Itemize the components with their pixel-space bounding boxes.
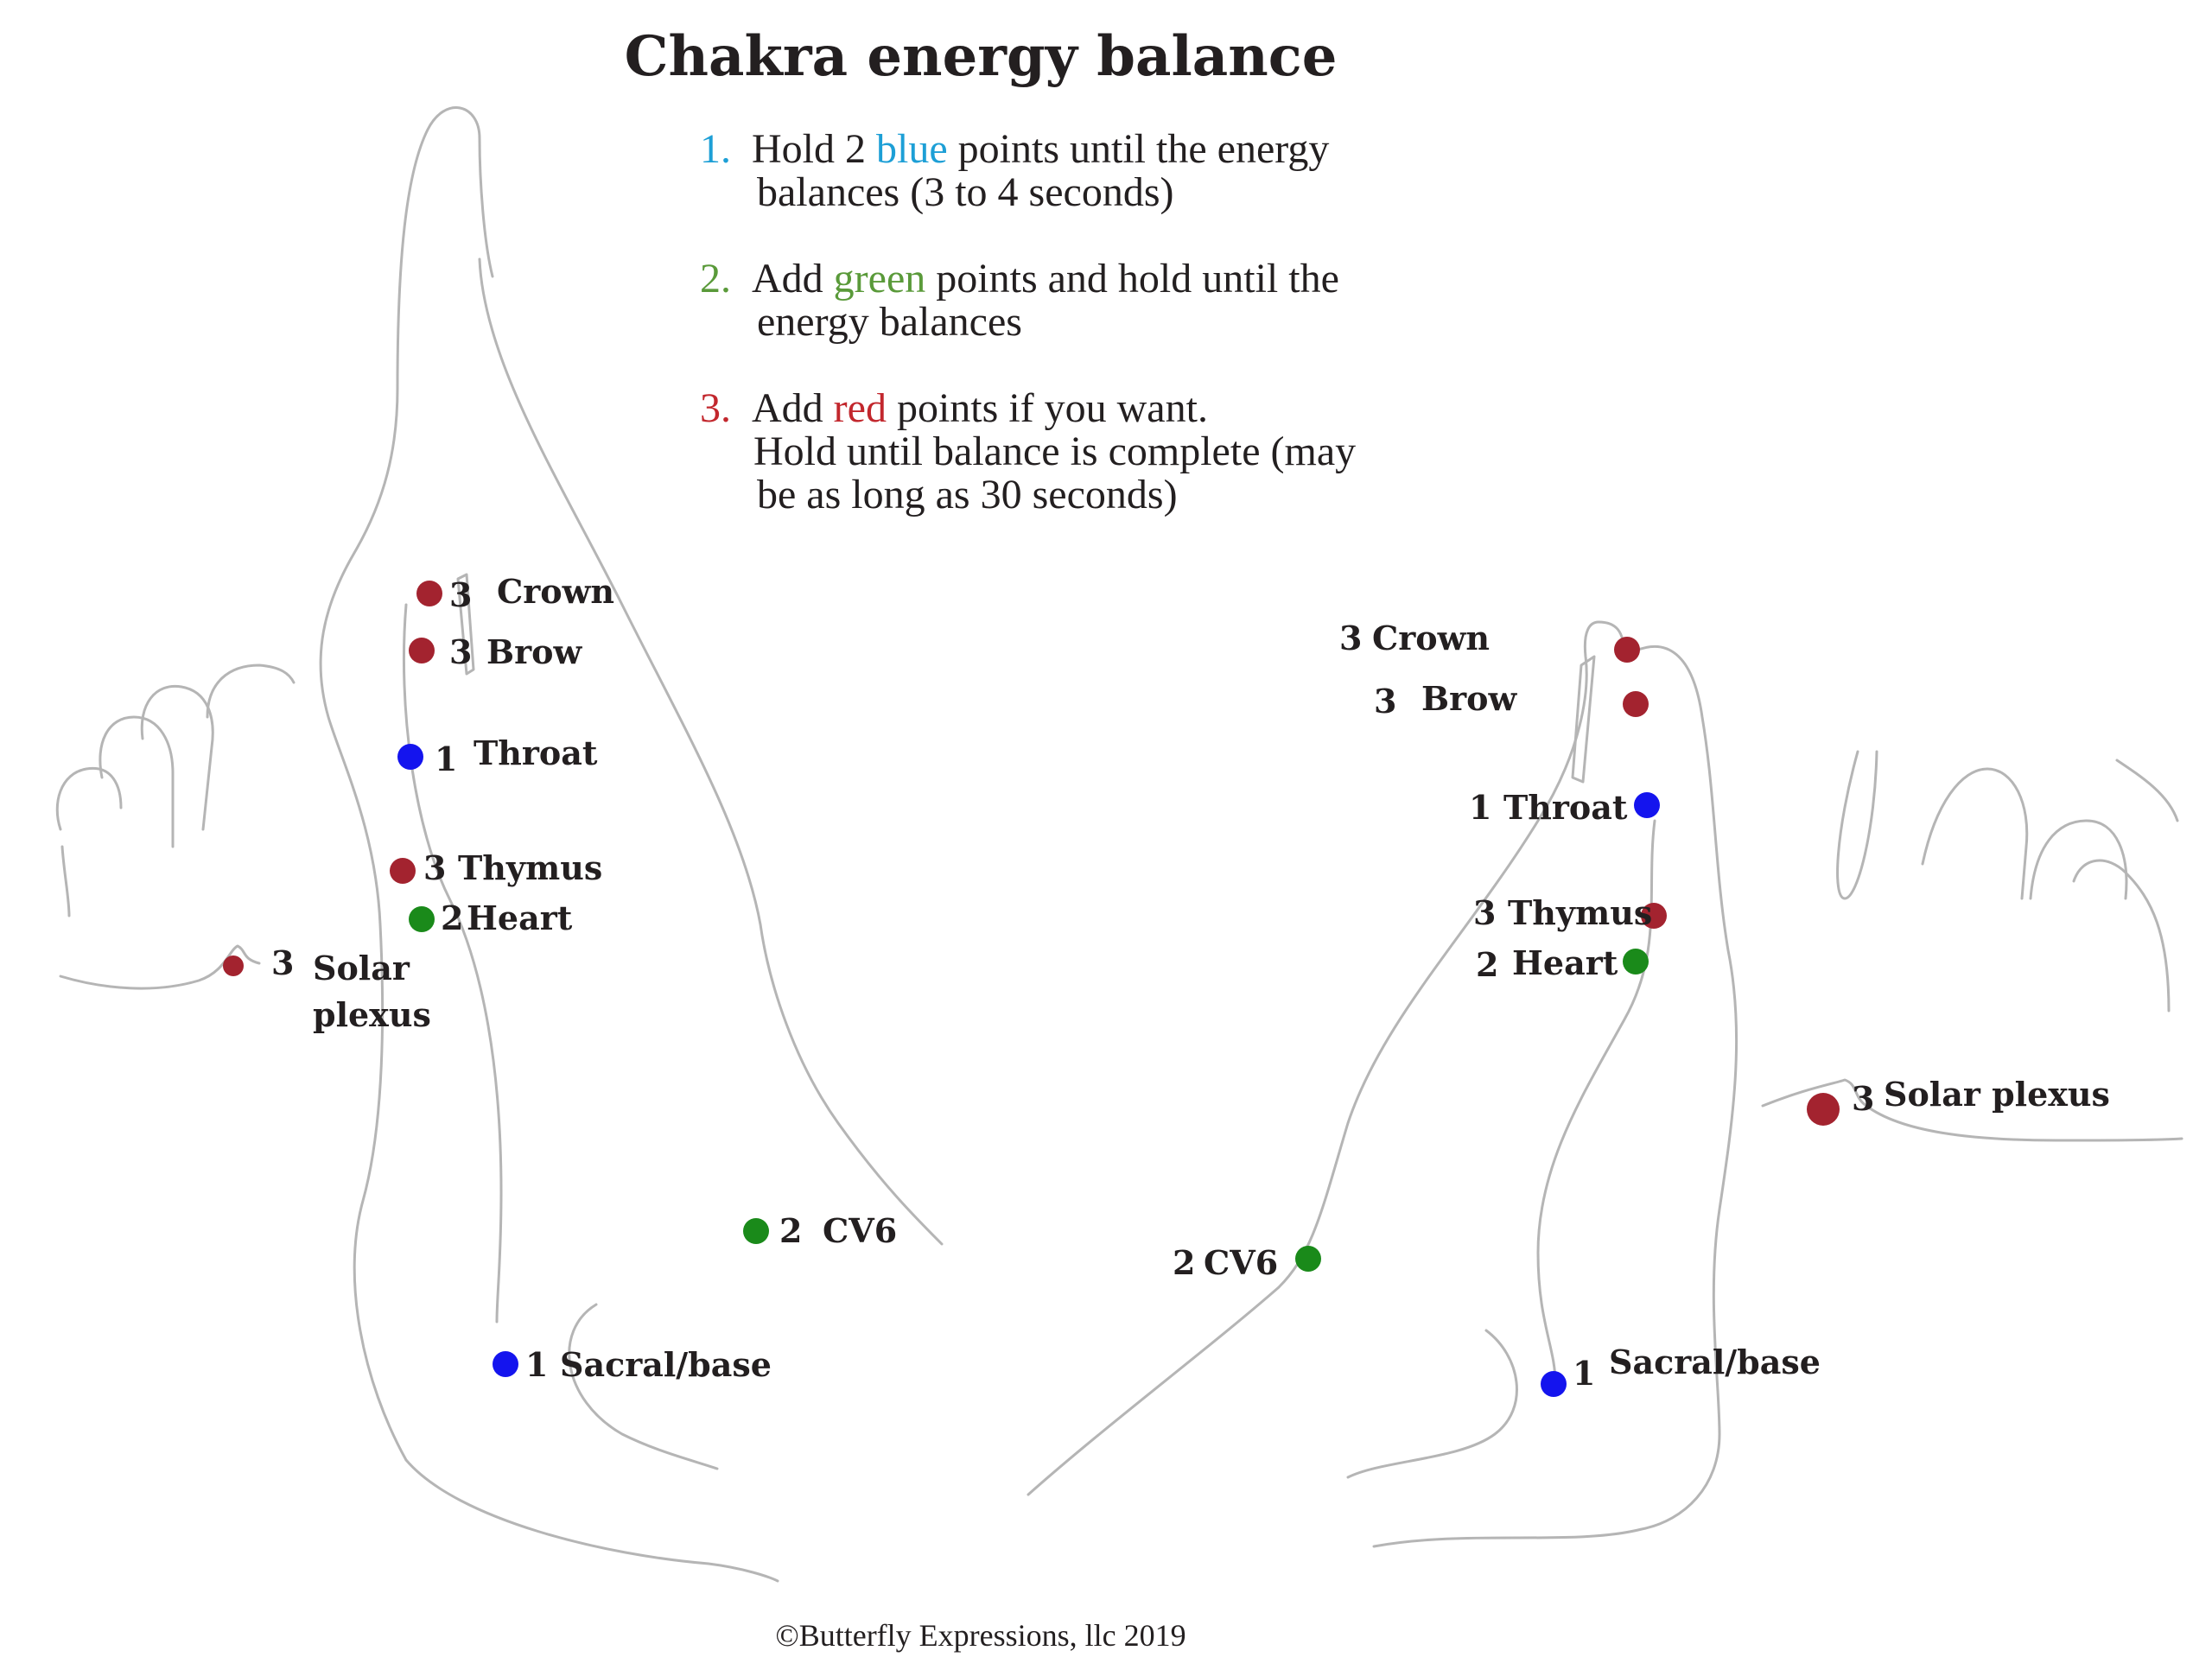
right-sacral-base-point: 1 Sacral/base xyxy=(1541,1343,1821,1397)
point-number: 3 xyxy=(1339,619,1362,657)
point-label: Sacral/base xyxy=(560,1345,772,1384)
left-thymus-point: 3 Thymus xyxy=(390,848,602,887)
step-color-word: blue xyxy=(876,126,948,172)
point-number: 3 xyxy=(449,575,472,614)
point-label: Crown xyxy=(1372,619,1490,657)
left-throat-point: 1 Throat xyxy=(397,733,598,778)
step-color-word: red xyxy=(833,385,887,431)
step-color-word: green xyxy=(833,256,926,302)
point-label: Crown xyxy=(497,572,614,611)
point-label: Heart xyxy=(1512,943,1618,982)
point-label-line2: plexus xyxy=(313,995,431,1034)
point-number: 3 xyxy=(271,943,294,982)
point-dot xyxy=(397,744,423,770)
point-label: Brow xyxy=(486,632,582,671)
point-label: Throat xyxy=(474,733,598,772)
step-text-start: Add xyxy=(752,385,834,431)
copyright-notice: ©Butterfly Expressions, llc 2019 xyxy=(775,1618,1186,1653)
point-number: 3 xyxy=(1852,1079,1874,1118)
left-sacral-base-point: 1 Sacral/base xyxy=(493,1345,772,1384)
left-cv6-point: 2 CV6 xyxy=(743,1211,897,1250)
point-label: Thymus xyxy=(1508,893,1652,932)
right-heart-point: 2 Heart xyxy=(1476,943,1649,984)
left-crown-point: 3 Crown xyxy=(416,572,614,614)
point-number: 1 xyxy=(525,1345,548,1384)
point-dot xyxy=(409,638,435,663)
step-text-end: points and hold until the xyxy=(925,256,1339,302)
point-number: 1 xyxy=(435,740,457,778)
step-text-end: points if you want. xyxy=(886,385,1208,431)
left-brow-point: 3 Brow xyxy=(409,632,582,671)
right-foot-points: 3 Crown 3 Brow 1 Throat 3 Thymus 2 Heart… xyxy=(1173,619,2110,1397)
right-cv6-point: 2 CV6 xyxy=(1173,1243,1321,1282)
right-thymus-point: 3 Thymus xyxy=(1473,893,1667,932)
step-number: 3. xyxy=(700,385,731,431)
left-foot-outline xyxy=(55,106,944,1583)
step-text-start: Hold 2 xyxy=(752,126,876,172)
point-number: 3 xyxy=(449,632,472,671)
page-title: Chakra energy balance xyxy=(624,24,1338,89)
point-dot xyxy=(1541,1371,1567,1397)
point-dot xyxy=(1623,691,1649,717)
step-text: Add red points if you want. xyxy=(752,385,1208,431)
point-dot xyxy=(1807,1093,1840,1126)
point-number: 2 xyxy=(1173,1243,1195,1282)
step-text-line3: be as long as 30 seconds) xyxy=(757,472,1178,517)
left-foot-points: 3 Crown 3 Brow 1 Throat 3 Thymus 2 Heart… xyxy=(223,572,897,1384)
point-number: 3 xyxy=(1374,682,1396,721)
right-crown-point: 3 Crown xyxy=(1339,619,1640,663)
right-throat-point: 1 Throat xyxy=(1469,788,1660,827)
left-solar-plexus-point: 3 Solar plexus xyxy=(223,943,431,1034)
point-dot xyxy=(409,906,435,932)
point-label: CV6 xyxy=(823,1211,897,1250)
point-number: 2 xyxy=(1476,945,1498,984)
point-label-line1: Solar xyxy=(313,949,410,987)
step-text-start: Add xyxy=(752,256,834,302)
point-label: Brow xyxy=(1421,679,1517,718)
step-text-line2: balances (3 to 4 seconds) xyxy=(757,169,1174,215)
right-solar-plexus-point: 3 Solar plexus xyxy=(1807,1075,2110,1126)
step-text-line2: energy balances xyxy=(757,299,1022,345)
instruction-step-2: 2. Add green points and hold until the e… xyxy=(700,257,1356,344)
instruction-list: 1. Hold 2 blue points until the energy b… xyxy=(700,128,1356,560)
point-number: 1 xyxy=(1469,788,1491,827)
instruction-step-1: 1. Hold 2 blue points until the energy b… xyxy=(700,128,1356,214)
step-text: Add green points and hold until the xyxy=(752,256,1339,302)
step-text-line2: Hold until balance is complete (may xyxy=(753,429,1357,474)
right-brow-point: 3 Brow xyxy=(1374,679,1649,721)
point-label: CV6 xyxy=(1204,1243,1278,1282)
point-number: 3 xyxy=(1473,893,1496,932)
point-number: 2 xyxy=(779,1211,802,1250)
instruction-step-3: 3. Add red points if you want. Hold unti… xyxy=(700,387,1356,517)
left-heart-point: 2 Heart xyxy=(409,898,573,937)
point-dot xyxy=(743,1218,769,1244)
point-number: 1 xyxy=(1573,1354,1595,1393)
point-label: Solar plexus xyxy=(1884,1075,2110,1114)
step-number: 2. xyxy=(700,256,731,302)
point-dot xyxy=(390,858,416,884)
point-dot xyxy=(493,1351,518,1377)
step-text-end: points until the energy xyxy=(947,126,1330,172)
point-dot xyxy=(1295,1246,1321,1272)
step-number: 1. xyxy=(700,126,731,172)
point-label: Thymus xyxy=(458,848,602,887)
point-dot xyxy=(223,955,244,976)
point-dot xyxy=(1623,949,1649,974)
point-dot xyxy=(1634,792,1660,818)
point-dot xyxy=(1641,903,1667,929)
point-number: 2 xyxy=(441,898,463,937)
point-number: 3 xyxy=(423,848,446,887)
step-text: Hold 2 blue points until the energy xyxy=(752,126,1329,172)
point-label: Throat xyxy=(1503,788,1628,827)
point-dot xyxy=(416,581,442,606)
point-label: Sacral/base xyxy=(1609,1343,1821,1381)
point-dot xyxy=(1614,637,1640,663)
point-label: Heart xyxy=(467,898,573,937)
